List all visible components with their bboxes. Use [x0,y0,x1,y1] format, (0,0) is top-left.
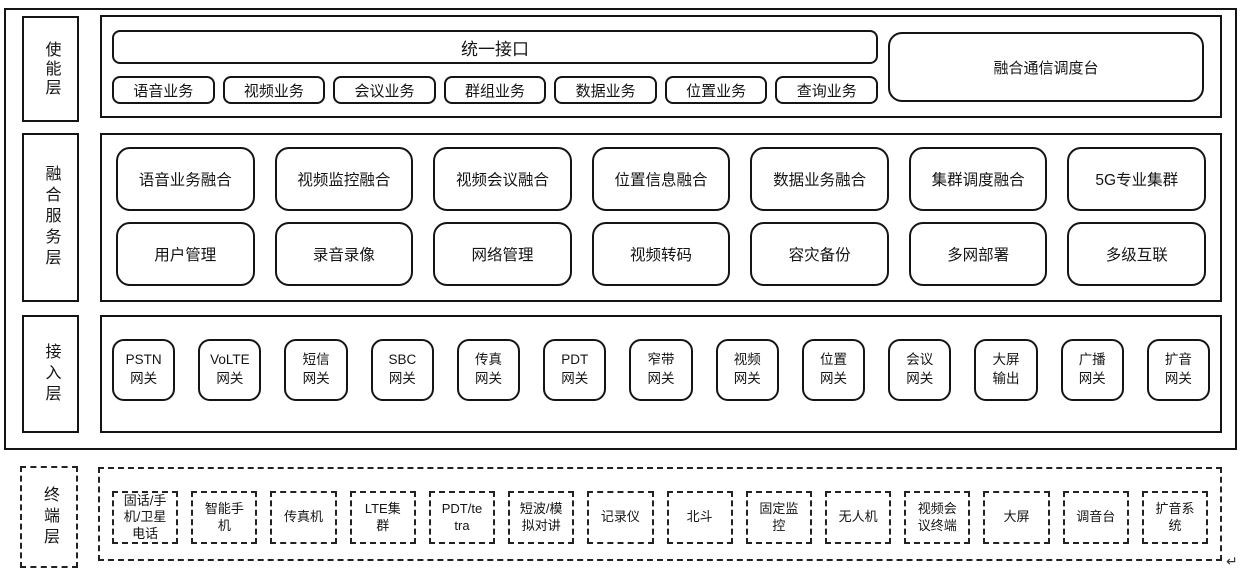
terminal-big-screen: 大屏 [983,491,1050,544]
service-chip-location: 位置业务 [664,76,768,104]
fusion-row-2: 用户管理 录音录像 网络管理 视频转码 容灾备份 多网部署 多级互联 [116,222,1207,286]
terminal-pa-system: 扩音系 统 [1141,491,1209,544]
fusion-cell-cluster-dispatch: 集群调度融合 [908,147,1048,211]
gateway-sms: 短信 网关 [284,339,348,401]
fusion-cell-video-monitor: 视频监控融合 [274,147,414,211]
architecture-outer-frame: 使能层 统一接口 语音业务 视频业务 会议业务 群组业务 数据业务 位置业务 查… [4,8,1237,450]
terminal-drone: 无人机 [824,491,892,544]
fusion-cell-multi-network: 多网部署 [908,222,1048,286]
gateway-narrowband: 窄带 网关 [629,339,693,401]
terminal-pdt-tetra: PDT/te tra [428,491,496,544]
fusion-cell-multi-level: 多级互联 [1067,222,1207,286]
terminal-fixed-satellite-phone: 固话/手 机/卫星 电话 [112,491,179,544]
gateway-fax: 传真 网关 [456,339,521,401]
service-chip-data: 数据业务 [554,76,657,104]
enable-layer-content: 统一接口 语音业务 视频业务 会议业务 群组业务 数据业务 位置业务 查询业务 … [100,15,1222,118]
fusion-cell-data-service: 数据业务融合 [750,147,889,211]
fusion-cell-location-info: 位置信息融合 [591,147,731,211]
dispatch-console-box: 融合通信调度台 [888,32,1204,102]
gateway-video: 视频 网关 [715,339,779,401]
terminal-mixer: 调音台 [1062,491,1129,544]
service-chip-conference: 会议业务 [333,76,436,104]
terminal-video-conference-terminal: 视频会 议终端 [904,491,971,544]
fusion-cell-video-transcode: 视频转码 [591,222,731,286]
fusion-service-layer-content: 语音业务融合 视频监控融合 视频会议融合 位置信息融合 数据业务融合 集群调度融… [100,133,1222,302]
fusion-cell-network-mgmt: 网络管理 [433,222,572,286]
gateway-pdt: PDT 网关 [543,339,607,401]
terminal-beidou: 北斗 [666,491,733,544]
layer-label-access: 接入层 [22,315,79,433]
gateway-broadcast: 广播 网关 [1060,339,1124,401]
fusion-cell-recording: 录音录像 [274,222,414,286]
service-chip-voice: 语音业务 [112,76,215,104]
service-chip-group: 群组业务 [443,76,547,104]
terminal-smartphone: 智能手 机 [191,491,258,544]
service-chip-video: 视频业务 [222,76,326,104]
terminal-fixed-monitor: 固定监 控 [745,491,812,544]
gateway-pstn: PSTN 网关 [112,339,176,401]
gateway-pa: 扩音 网关 [1146,339,1211,401]
terminal-layer-content: 固话/手 机/卫星 电话 智能手 机 传真机 LTE集 群 PDT/te tra… [98,467,1222,561]
fusion-cell-5g-cluster: 5G专业集群 [1067,147,1207,211]
access-layer-content: PSTN 网关 VoLTE 网关 短信 网关 SBC 网关 传真 网关 PDT … [100,315,1222,433]
terminal-shortwave-analog-intercom: 短波/模 拟对讲 [508,491,575,544]
fusion-cell-disaster-backup: 容灾备份 [750,222,889,286]
gateway-volte: VoLTE 网关 [198,339,262,401]
enable-left-column: 统一接口 语音业务 视频业务 会议业务 群组业务 数据业务 位置业务 查询业务 [112,30,879,104]
terminal-recorder: 记录仪 [587,491,654,544]
gateway-bigscreen-output: 大屏 输出 [974,339,1038,401]
fusion-cell-user-mgmt: 用户管理 [116,222,255,286]
unified-interface-box: 统一接口 [112,30,878,64]
service-row: 语音业务 视频业务 会议业务 群组业务 数据业务 位置业务 查询业务 [112,76,879,104]
gateway-sbc: SBC 网关 [370,339,434,401]
fusion-cell-voice: 语音业务融合 [116,147,255,211]
fusion-row-1: 语音业务融合 视频监控融合 视频会议融合 位置信息融合 数据业务融合 集群调度融… [116,147,1207,211]
layer-label-terminal: 终端层 [20,466,78,568]
gateway-conference: 会议 网关 [888,339,952,401]
paragraph-return-mark: ↵ [1226,553,1238,569]
layer-label-enable: 使能层 [22,16,79,122]
terminal-fax-machine: 传真机 [270,491,337,544]
fusion-cell-video-conference: 视频会议融合 [433,147,572,211]
terminal-lte-cluster: LTE集 群 [349,491,416,544]
layer-label-fusion-service: 融合服务层 [22,133,79,302]
gateway-location: 位置 网关 [801,339,866,401]
service-chip-query: 查询业务 [775,76,879,104]
